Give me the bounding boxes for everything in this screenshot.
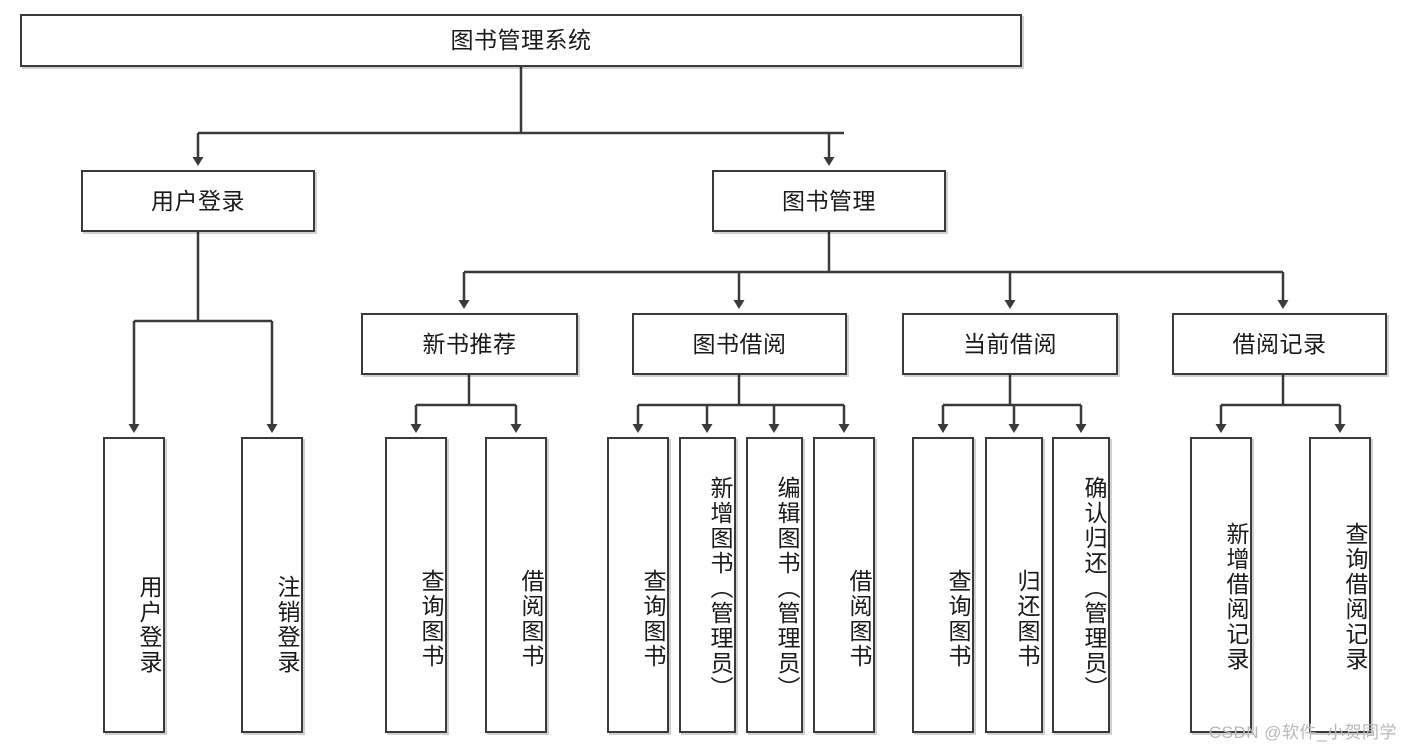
node-leaf-add-book-admin[interactable]: 新增图书（管理员） (679, 437, 736, 733)
node-new-book-recommend[interactable]: 新书推荐 (361, 313, 578, 375)
node-leaf-logout[interactable]: 注销登录 (241, 437, 303, 733)
node-leaf-query-borrow-record[interactable]: 查询借阅记录 (1309, 437, 1371, 733)
node-book-borrow[interactable]: 图书借阅 (632, 313, 847, 375)
node-user-login[interactable]: 用户登录 (81, 170, 315, 232)
node-leaf-query-books-recommend[interactable]: 查询图书 (385, 437, 447, 733)
node-root-system[interactable]: 图书管理系统 (20, 14, 1022, 67)
node-leaf-borrow-books[interactable]: 借阅图书 (813, 437, 875, 733)
node-leaf-user-login[interactable]: 用户登录 (103, 437, 165, 733)
node-leaf-confirm-return-admin[interactable]: 确认归还（管理员） (1052, 437, 1110, 733)
csdn-watermark: CSDN @软件_小贺同学 (1208, 723, 1397, 742)
node-current-borrow[interactable]: 当前借阅 (902, 313, 1118, 375)
node-leaf-return-books[interactable]: 归还图书 (985, 437, 1043, 733)
node-leaf-add-borrow-record[interactable]: 新增借阅记录 (1190, 437, 1252, 733)
node-leaf-edit-book-admin[interactable]: 编辑图书（管理员） (746, 437, 803, 733)
node-leaf-query-books-current[interactable]: 查询图书 (912, 437, 974, 733)
node-book-management[interactable]: 图书管理 (712, 170, 946, 232)
node-borrow-record[interactable]: 借阅记录 (1172, 313, 1387, 375)
node-leaf-query-books-borrow[interactable]: 查询图书 (607, 437, 669, 733)
node-leaf-borrow-books-recommend[interactable]: 借阅图书 (485, 437, 547, 733)
